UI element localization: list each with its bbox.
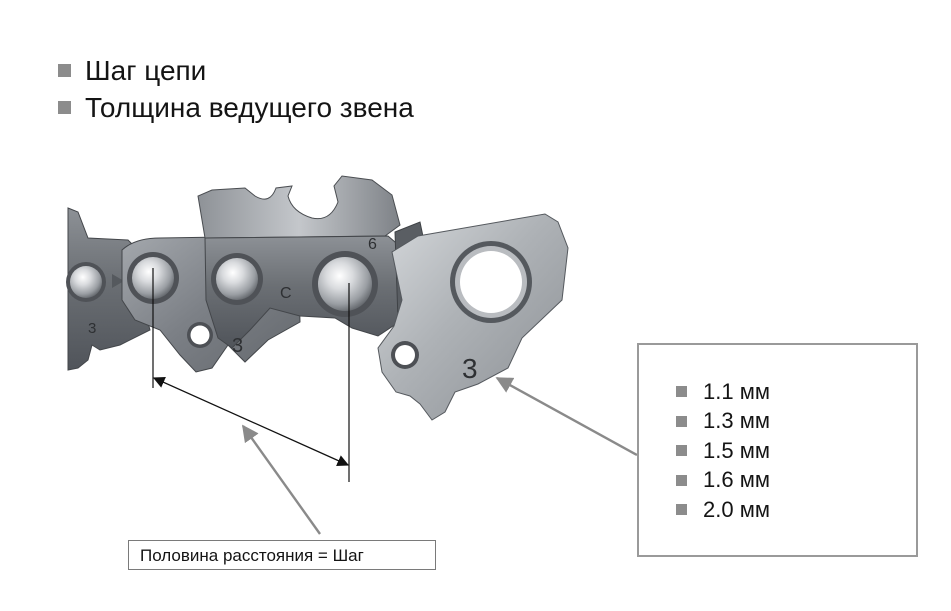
cutter-number-marking: 6: [368, 236, 377, 253]
strap-hole: [190, 325, 210, 345]
thickness-value: 1.3 мм: [703, 408, 770, 434]
rivet-4: [312, 251, 378, 317]
cutter-tooth-top: [197, 175, 401, 239]
pitch-dimension-line: [152, 376, 350, 467]
legend-item-pitch: Шаг цепи: [58, 52, 414, 89]
thickness-list: 1.1 мм 1.3 мм 1.5 мм 1.6 мм 2.0 мм: [639, 345, 916, 525]
legend-item-label: Толщина ведущего звена: [85, 92, 414, 123]
thickness-item: 1.6 мм: [676, 466, 916, 496]
bullet-square-icon: [58, 101, 71, 114]
thickness-item: 1.3 мм: [676, 407, 916, 437]
legend-item-label: Шаг цепи: [85, 55, 207, 86]
rivet-3: [211, 253, 263, 305]
left-link-marking: 3: [88, 320, 96, 337]
drive-link-hole: [460, 251, 522, 313]
bullet-square-icon: [676, 445, 687, 457]
center-link-marking: 3: [232, 335, 243, 357]
thickness-pointer-arrow: [495, 376, 638, 457]
thickness-value: 1.1 мм: [703, 378, 770, 404]
thickness-item: 1.5 мм: [676, 436, 916, 466]
thickness-value: 1.5 мм: [703, 437, 770, 463]
left-link-arrow-mark: [112, 274, 124, 288]
legend: Шаг цепи Толщина ведущего звена: [58, 52, 414, 126]
thickness-item: 1.1 мм: [676, 377, 916, 407]
bullet-square-icon: [58, 64, 71, 77]
bullet-square-icon: [676, 415, 687, 427]
bullet-square-icon: [676, 386, 687, 398]
thickness-item: 2.0 мм: [676, 495, 916, 525]
thickness-value: 2.0 мм: [703, 496, 770, 522]
thickness-options-box: 1.1 мм 1.3 мм 1.5 мм 1.6 мм 2.0 мм: [637, 343, 918, 557]
bullet-square-icon: [676, 474, 687, 486]
thickness-value: 1.6 мм: [703, 467, 770, 493]
rivet-1: [66, 262, 106, 302]
cutter-letter-marking: C: [280, 285, 292, 302]
legend-item-drive-link-thickness: Толщина ведущего звена: [58, 89, 414, 126]
drive-link-marking: 3: [462, 353, 478, 384]
pitch-pointer-arrow: [242, 424, 321, 535]
pitch-caption: Половина расстояния = Шаг: [140, 546, 364, 565]
pitch-caption-box: Половина расстояния = Шаг: [128, 540, 436, 570]
drive-link-small-hole: [395, 345, 415, 365]
bullet-square-icon: [676, 504, 687, 516]
